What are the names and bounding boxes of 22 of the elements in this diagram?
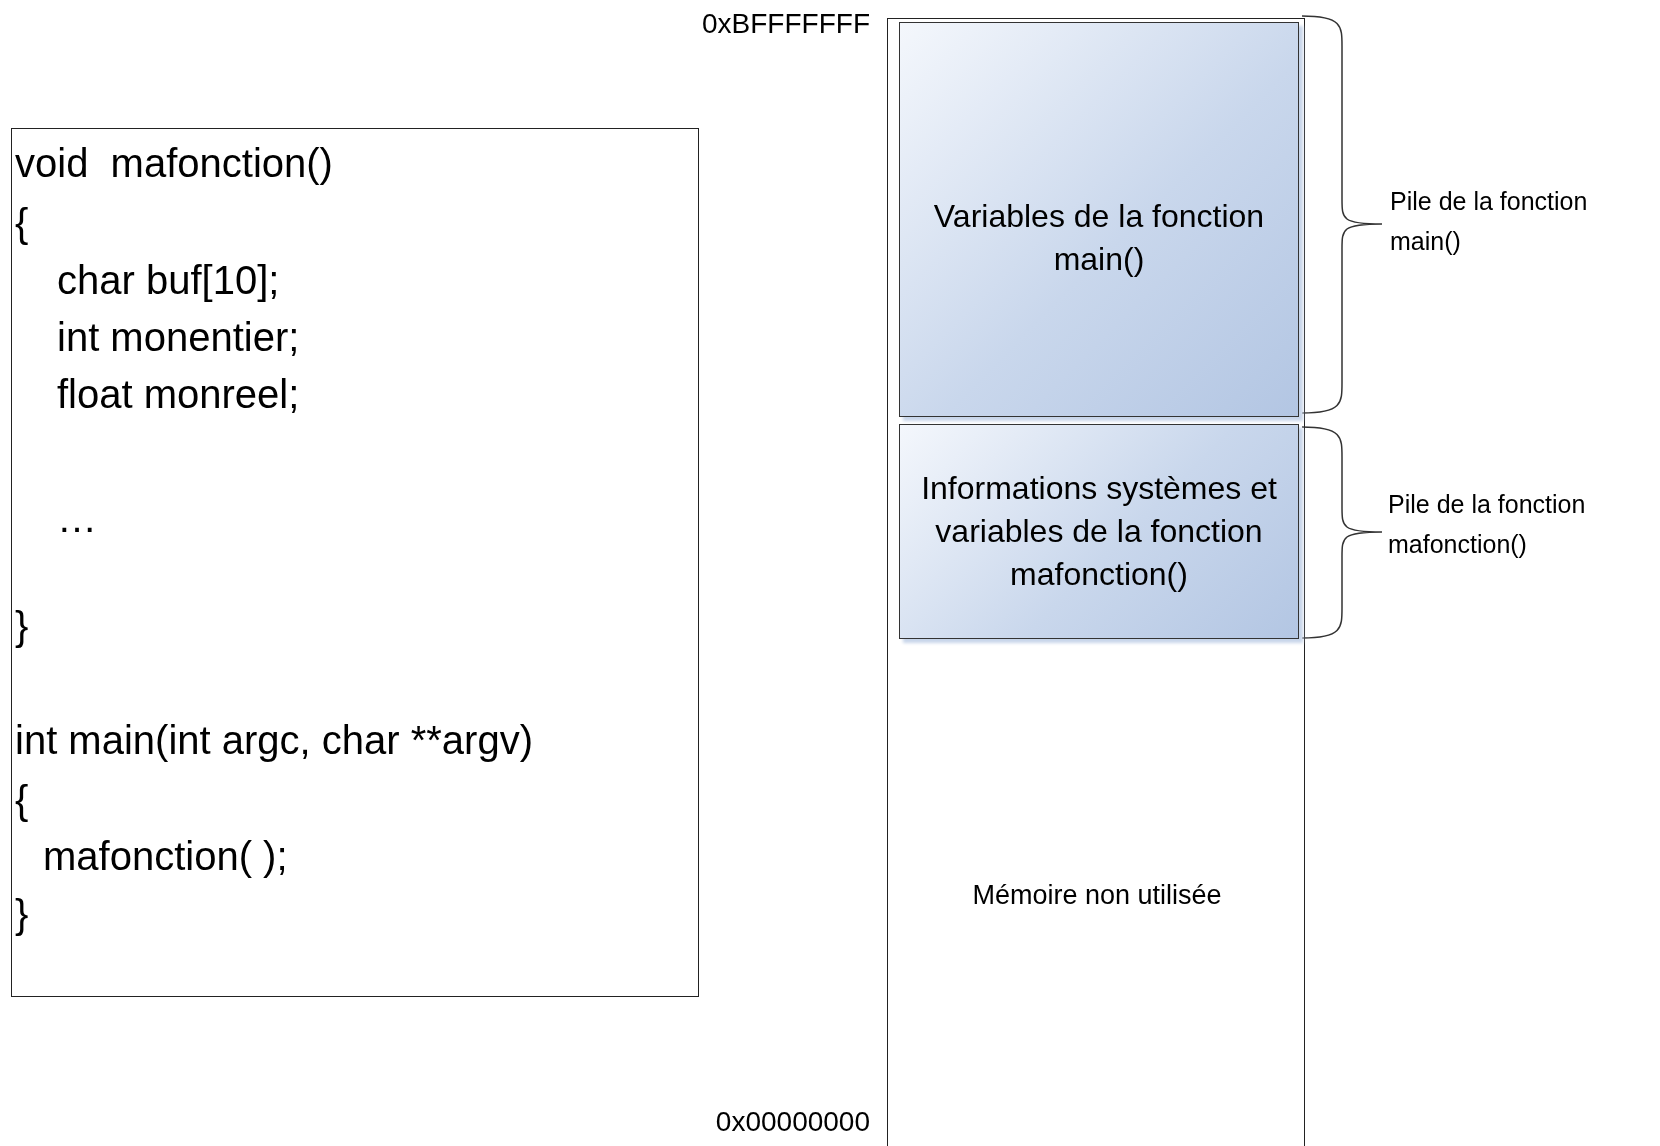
stack-frame	[899, 22, 1299, 417]
brace-label: Pile de la fonction main()	[1390, 186, 1589, 257]
code-panel	[11, 128, 699, 997]
address-label: 0x00000000	[714, 1105, 870, 1139]
memory-column	[887, 18, 1305, 1146]
code-line: …	[57, 495, 97, 542]
code-line: }	[15, 891, 29, 938]
code-line: mafonction( );	[43, 833, 288, 880]
stack-frame	[899, 424, 1299, 639]
code-line: void mafonction()	[15, 140, 333, 187]
address-label: 0xBFFFFFFF	[701, 7, 870, 41]
code-line: int monentier;	[57, 314, 300, 361]
memory-label: Mémoire non utilisée	[971, 879, 1223, 912]
frame-label: Variables de la fonction main()	[932, 197, 1266, 279]
code-line: }	[15, 603, 29, 650]
code-line: {	[15, 777, 29, 824]
brace-label: Pile de la fonction mafonction()	[1388, 489, 1587, 560]
code-line: char buf[10];	[57, 257, 280, 304]
code-line: int main(int argc, char **argv)	[15, 717, 533, 764]
frame-label: Informations systèmes et variables de la fonction mafonction()	[920, 469, 1278, 594]
code-line: float monreel;	[57, 371, 300, 418]
code-line: {	[15, 200, 29, 247]
